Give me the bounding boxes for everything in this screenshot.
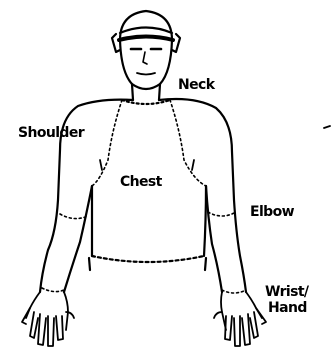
chest-label: Chest [120,175,162,190]
right-hand [214,292,266,346]
head-outline [112,11,180,89]
wrist-label: Wrist/ [265,285,308,300]
face-features [131,49,161,75]
shoulder-label: Shoulder [18,126,84,141]
hand-label: Hand [268,301,307,316]
neck-label: Neck [178,78,214,93]
elbow-label: Elbow [250,205,294,220]
accent-marks [100,126,330,170]
neck-outline [122,84,170,104]
left-hand [22,292,74,346]
